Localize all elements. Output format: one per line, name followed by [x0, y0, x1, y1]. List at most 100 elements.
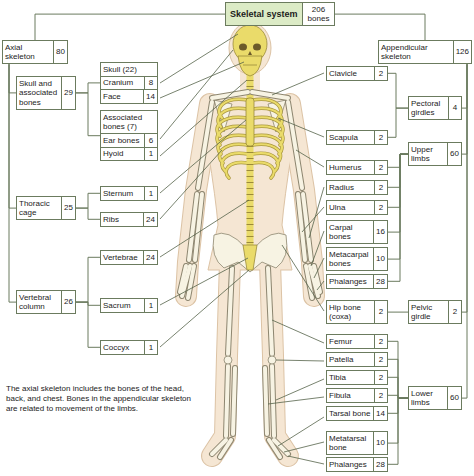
group-box: Skull (22)Cranium8Face14	[100, 62, 158, 104]
bone-name: Skeletal system	[226, 3, 302, 25]
bone-count: 24	[143, 251, 157, 264]
bone-name: Vertebrae	[101, 251, 143, 264]
bone-name: Face	[101, 90, 143, 103]
bone-count: 2	[448, 301, 461, 323]
bone-name: Ear bones	[101, 134, 144, 147]
bone-count: 2	[374, 131, 387, 144]
bone-name: Tibia	[327, 371, 374, 384]
bone-row: Ear bones6	[101, 133, 157, 147]
bone-row: Cranium8	[101, 76, 157, 90]
bone-count: 1	[144, 299, 157, 312]
tree-connector	[76, 193, 100, 208]
bone-count: 2	[374, 301, 387, 323]
spine-bone	[247, 74, 254, 250]
bone-name: Cranium	[101, 77, 144, 90]
bone-box: Vertebrae24	[100, 250, 158, 265]
tree-connector	[388, 154, 408, 281]
bone-count: 2	[374, 201, 387, 214]
tree-connector	[388, 341, 408, 398]
bone-box: Tarsal bone14	[326, 406, 388, 421]
tree-connector	[388, 154, 408, 187]
bone-count: 2	[374, 353, 387, 366]
title-box: Skeletal system206 bones	[225, 2, 335, 26]
bone-box: Upper limbs60	[408, 142, 462, 166]
bone-box: Tibia2	[326, 370, 388, 385]
bone-box: Metatarsal bone10	[326, 431, 388, 455]
tree-connector	[9, 64, 16, 302]
bone-name: Sternum	[101, 187, 144, 200]
bone-box: Pectoral girdles4	[408, 96, 462, 120]
bone-count: 6	[144, 134, 157, 147]
tree-connector	[9, 64, 16, 208]
bone-count: 60	[447, 143, 461, 165]
bone-name: Scapula	[327, 131, 374, 144]
bone-name: Coccyx	[101, 341, 144, 354]
bone-count: 2	[374, 389, 387, 402]
bone-name: Axial skeleton	[3, 41, 53, 63]
tree-connector	[76, 257, 100, 302]
pelvis-bone	[213, 233, 287, 272]
bone-box: Patella2	[326, 352, 388, 367]
tree-connector	[388, 154, 408, 259]
tree-connector	[76, 83, 100, 93]
bone-count: 1	[144, 187, 157, 200]
bone-count: 25	[61, 197, 75, 219]
tree-connector	[388, 154, 408, 207]
bone-count: 2	[374, 161, 387, 174]
bone-box: Femur2	[326, 334, 388, 349]
bone-box: Humerus2	[326, 160, 388, 175]
bone-box: Scapula2	[326, 130, 388, 145]
bone-name: Metacarpal bones	[327, 248, 373, 270]
bone-box: Metacarpal bones10	[326, 247, 388, 271]
tree-connector	[462, 64, 467, 398]
bone-count: 206 bones	[302, 3, 334, 25]
bone-count: 8	[144, 77, 157, 90]
bone-count: 4	[448, 97, 461, 119]
tree-connector	[335, 14, 425, 40]
bone-name: Phalanges	[327, 458, 373, 471]
bone-count: 1	[144, 148, 157, 161]
bone-name: Pelvic girdle	[409, 301, 448, 323]
tree-connector	[462, 64, 467, 154]
bone-name: Hip bone (coxa)	[327, 301, 374, 323]
bone-count: 80	[53, 41, 67, 63]
group-box: Associated bones (7)Ear bones6Hyoid1	[100, 110, 158, 161]
bone-count: 2	[374, 371, 387, 384]
bone-count: 2	[374, 67, 387, 80]
vertebra-marks	[247, 74, 254, 250]
bone-box: Pelvic girdle2	[408, 300, 462, 324]
bone-box: Sacrum1	[100, 298, 158, 313]
bone-name: Clavicle	[327, 67, 374, 80]
bone-box: Coccyx1	[100, 340, 158, 355]
bone-name: Skull and associated bones	[17, 77, 61, 109]
bone-count: 126	[453, 41, 471, 63]
bone-box: Thoracic cage25	[16, 196, 76, 220]
bone-name: Tarsal bone	[327, 407, 373, 420]
bone-name: Hyoid	[101, 148, 144, 161]
bone-name: Appendicular skeleton	[379, 41, 453, 63]
bone-count: 60	[447, 387, 461, 409]
bone-box: Hip bone (coxa)2	[326, 300, 388, 324]
tree-connector	[9, 64, 16, 93]
limb-bones	[180, 92, 320, 457]
bone-box: Appendicular skeleton126	[378, 40, 472, 64]
bone-count: 10	[373, 248, 387, 270]
bone-name: Fibula	[327, 389, 374, 402]
tree-connector	[388, 73, 408, 108]
tree-connector	[388, 312, 408, 313]
bone-count: 14	[373, 407, 387, 420]
sacrum-bone	[243, 245, 257, 270]
bone-name: Patella	[327, 353, 374, 366]
bone-box: Fibula2	[326, 388, 388, 403]
tree-connector	[388, 398, 408, 464]
bone-box: Ribs24	[100, 212, 158, 227]
tree-connector	[462, 64, 467, 108]
bone-name: Pectoral girdles	[409, 97, 448, 119]
bone-box: Vertebral column26	[16, 290, 76, 314]
bone-count: 29	[61, 77, 75, 109]
group-heading: Skull (22)	[101, 63, 157, 76]
bone-name: Lower limbs	[409, 387, 447, 409]
bone-count: 28	[373, 275, 387, 288]
tree-connector	[388, 359, 408, 398]
